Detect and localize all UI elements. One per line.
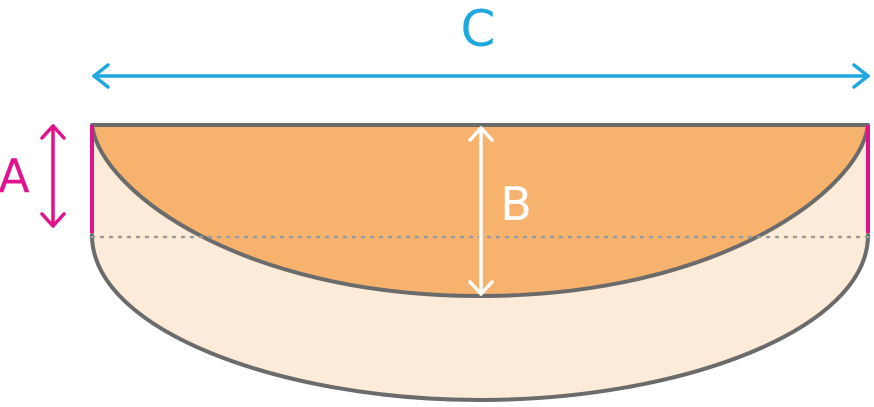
label-c: C [461,0,496,58]
label-b: B [500,177,532,231]
dish-outline [90,233,870,403]
b-dimension-arrow [468,126,494,296]
a-dimension-arrow [40,124,66,228]
c-dimension-arrow [92,63,870,89]
label-a: A [0,149,30,203]
